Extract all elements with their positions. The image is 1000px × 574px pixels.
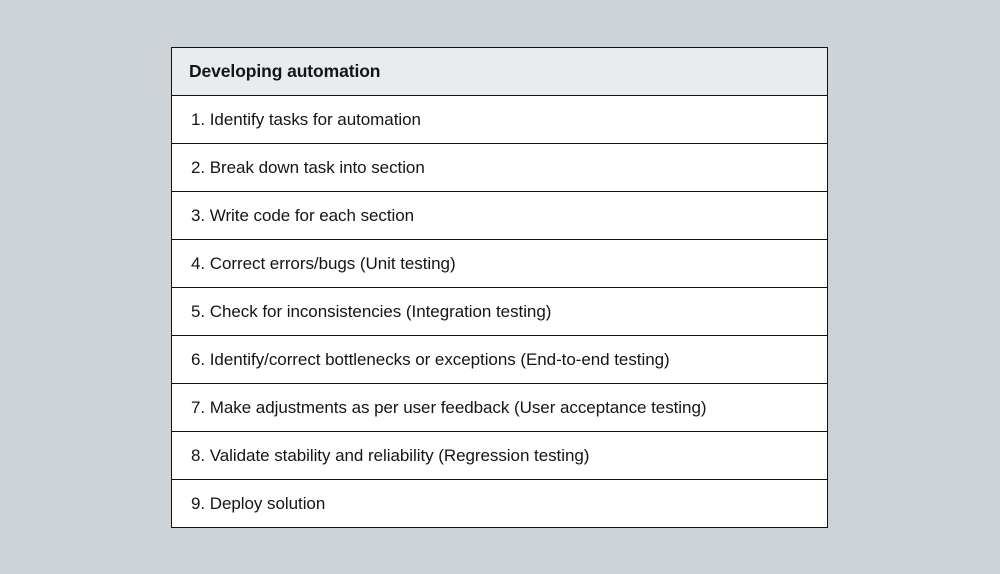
table-row: 3. Write code for each section xyxy=(171,191,828,240)
step-item-7: 7. Make adjustments as per user feedback… xyxy=(171,383,828,432)
table-row: 4. Correct errors/bugs (Unit testing) xyxy=(171,239,828,288)
step-item-6: 6. Identify/correct bottlenecks or excep… xyxy=(171,335,828,384)
table-header-row: Developing automation xyxy=(171,47,828,96)
step-item-1: 1. Identify tasks for automation xyxy=(171,95,828,144)
table-row: 9. Deploy solution xyxy=(171,479,828,528)
step-item-8: 8. Validate stability and reliability (R… xyxy=(171,431,828,480)
table-title-cell: Developing automation xyxy=(171,47,828,96)
step-item-2: 2. Break down task into section xyxy=(171,143,828,192)
table-row: 8. Validate stability and reliability (R… xyxy=(171,431,828,480)
step-item-3: 3. Write code for each section xyxy=(171,191,828,240)
table-body: 1. Identify tasks for automation 2. Brea… xyxy=(171,95,828,528)
table-row: 5. Check for inconsistencies (Integratio… xyxy=(171,287,828,336)
step-item-5: 5. Check for inconsistencies (Integratio… xyxy=(171,287,828,336)
developing-automation-table: Developing automation 1. Identify tasks … xyxy=(171,47,828,528)
table-row: 2. Break down task into section xyxy=(171,143,828,192)
table-header: Developing automation xyxy=(171,47,828,96)
table-row: 1. Identify tasks for automation xyxy=(171,95,828,144)
table-row: 6. Identify/correct bottlenecks or excep… xyxy=(171,335,828,384)
table-container: Developing automation 1. Identify tasks … xyxy=(171,47,828,528)
step-item-9: 9. Deploy solution xyxy=(171,479,828,528)
table-row: 7. Make adjustments as per user feedback… xyxy=(171,383,828,432)
step-item-4: 4. Correct errors/bugs (Unit testing) xyxy=(171,239,828,288)
